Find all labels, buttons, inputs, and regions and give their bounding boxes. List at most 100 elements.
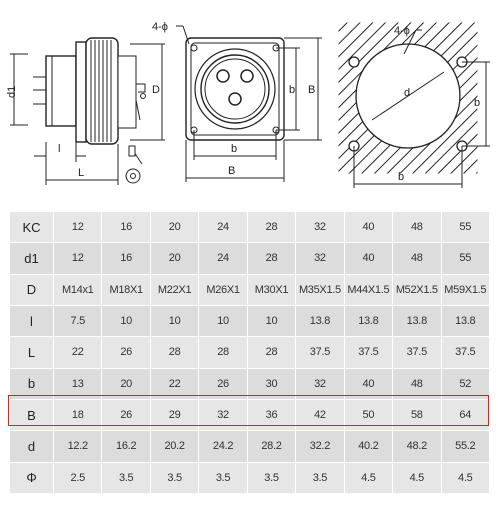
table-cell: 28.2: [246, 430, 297, 463]
table-cell: 13.8: [295, 304, 345, 338]
label-b-panel-right: b: [474, 97, 480, 109]
table-cell: M52X1.5: [392, 273, 442, 306]
table-cell: M18X1: [101, 273, 151, 306]
table-cell: 4.5: [392, 461, 442, 495]
table-cell: 52: [440, 367, 490, 400]
table-cell: 30: [246, 367, 297, 400]
table-cell: 22: [52, 336, 103, 369]
label-l: l: [58, 143, 60, 155]
table-cell: 22: [149, 367, 200, 400]
label-hole-panel: 4-ϕ: [394, 25, 410, 37]
table-cell: 24: [198, 210, 248, 244]
row-header: l: [9, 304, 54, 338]
row-header: B: [9, 398, 54, 432]
table-cell: 13.8: [343, 304, 394, 338]
table-cell: 16: [101, 242, 151, 275]
table-cell: 12: [52, 210, 103, 244]
table-cell: 37.5: [295, 336, 345, 369]
table-cell: 16.2: [101, 430, 151, 463]
table-cell: 40: [343, 210, 394, 244]
table-cell: 4.5: [343, 461, 394, 495]
table-cell: 48: [392, 367, 442, 400]
table-cell: 3.5: [295, 461, 345, 495]
table-cell: 20: [149, 210, 200, 244]
table-cell: 48: [392, 242, 442, 275]
table-cell: 28: [246, 242, 297, 275]
table-cell: 32.2: [295, 430, 345, 463]
table-cell: 28: [246, 336, 297, 369]
table-cell: M30X1: [246, 273, 297, 306]
table-cell: M26X1: [198, 273, 248, 306]
table-cell: 55: [440, 242, 490, 275]
table-cell: M35X1.5: [295, 273, 345, 306]
label-d-panel: d: [404, 87, 410, 99]
table-cell: 24: [198, 242, 248, 275]
table-row-b: b 13 20 22 26 30 32 40 48 52: [9, 367, 490, 400]
table-cell: 10: [101, 304, 151, 338]
table-cell: 37.5: [440, 336, 490, 369]
table-cell: 42: [295, 398, 345, 432]
table-cell: M59X1.5: [440, 273, 490, 306]
table-cell: 10: [246, 304, 297, 338]
row-header: D: [9, 273, 54, 306]
table-cell: 28: [149, 336, 200, 369]
table-cell: 10: [149, 304, 200, 338]
side-view: [10, 37, 165, 185]
table-cell: 12.2: [52, 430, 103, 463]
front-view: [176, 25, 322, 182]
label-B-front-bottom: B: [228, 165, 235, 177]
technical-drawing: d1 D l L 4-ϕ b: [6, 21, 490, 188]
dimensions-table: KC 12 16 20 24 28 32 40 48 55 d1 12 16 2…: [9, 210, 490, 495]
table-cell: 26: [198, 367, 248, 400]
table-cell: 37.5: [343, 336, 394, 369]
table-cell: 24.2: [198, 430, 248, 463]
row-header: Φ: [9, 461, 54, 495]
table-cell: 55: [440, 210, 490, 244]
table-row-l: l 7.5 10 10 10 10 13.8 13.8 13.8 13.8: [9, 304, 490, 338]
table-row-B: B 18 26 29 32 36 42 50 58 64: [9, 398, 490, 432]
label-B-front-right: B: [308, 84, 315, 96]
table-row-D: D M14x1 M18X1 M22X1 M26X1 M30X1 M35X1.5 …: [9, 273, 490, 306]
table-cell: 28: [246, 210, 297, 244]
table-cell: 7.5: [52, 304, 103, 338]
table-cell: 64: [440, 398, 490, 432]
table-cell: 10: [198, 304, 248, 338]
table-cell: 32: [295, 210, 345, 244]
table-cell: M22X1: [149, 273, 200, 306]
table-cell: 12: [52, 242, 103, 275]
table-cell: 20: [101, 367, 151, 400]
table-cell: M44X1.5: [343, 273, 394, 306]
table-cell: M14x1: [52, 273, 103, 306]
table-cell: 13: [52, 367, 103, 400]
table-cell: 26: [101, 398, 151, 432]
table-cell: 20.2: [149, 430, 200, 463]
table-row-phi: Φ 2.5 3.5 3.5 3.5 3.5 3.5 4.5 4.5 4.5: [9, 461, 490, 495]
table-cell: 40.2: [343, 430, 394, 463]
table-cell: 3.5: [149, 461, 200, 495]
label-hole-front: 4-ϕ: [152, 21, 168, 33]
table-row-KC: KC 12 16 20 24 28 32 40 48 55: [9, 210, 490, 244]
table-cell: 48: [392, 210, 442, 244]
table-cell: 32: [295, 242, 345, 275]
table-cell: 48.2: [392, 430, 442, 463]
table-cell: 28: [198, 336, 248, 369]
label-b-front-right: b: [289, 84, 295, 96]
table-cell: 16: [101, 210, 151, 244]
row-header: KC: [9, 210, 54, 244]
table-cell: 3.5: [101, 461, 151, 495]
table-cell: 32: [198, 398, 248, 432]
label-D: D: [152, 84, 160, 96]
table-cell: 13.8: [440, 304, 490, 338]
table-cell: 32: [295, 367, 345, 400]
label-d1: d1: [6, 86, 18, 98]
table-cell: 36: [246, 398, 297, 432]
label-b-front-bottom: b: [231, 143, 237, 155]
table-cell: 50: [343, 398, 394, 432]
table-cell: 37.5: [392, 336, 442, 369]
table-cell: 55.2: [440, 430, 490, 463]
table-cell: 26: [101, 336, 151, 369]
table-cell: 2.5: [52, 461, 103, 495]
table-cell: 4.5: [440, 461, 490, 495]
table-cell: 40: [343, 242, 394, 275]
panel-cutout-view: [337, 21, 490, 188]
